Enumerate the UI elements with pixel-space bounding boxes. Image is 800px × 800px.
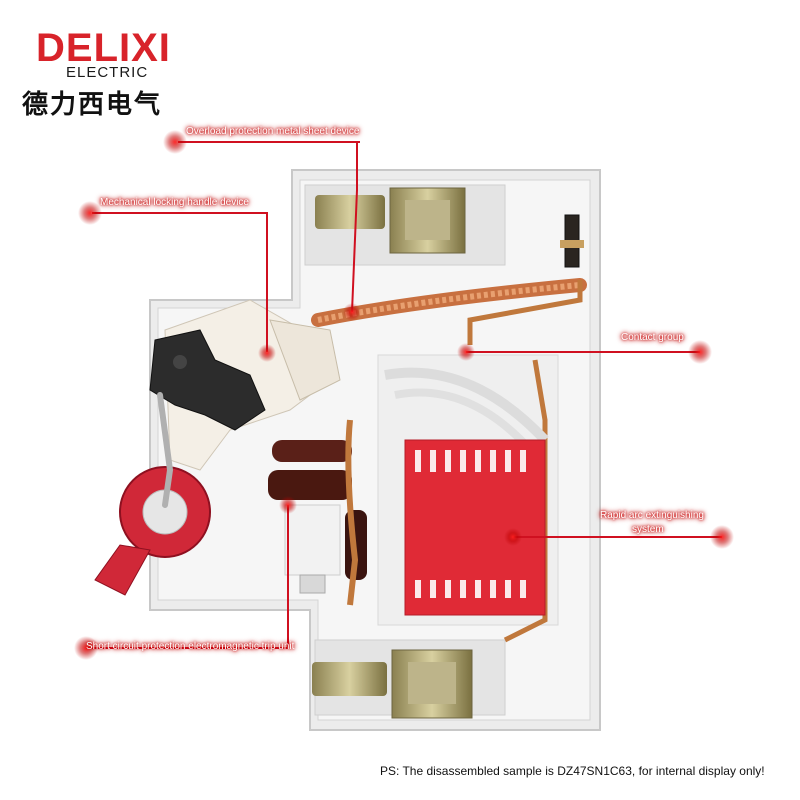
callout-contact: Contact group bbox=[621, 332, 684, 343]
callout-arc-line1: Rapid arc extinguishing bbox=[600, 510, 704, 521]
bottom-terminal bbox=[312, 649, 473, 719]
callout-dots bbox=[74, 130, 734, 660]
disclaimer-note: PS: The disassembled sample is DZ47SN1C6… bbox=[380, 764, 765, 778]
top-terminal bbox=[315, 187, 466, 254]
magnetic-trip-coil bbox=[268, 419, 367, 606]
brand-subtitle: ELECTRIC bbox=[66, 64, 149, 81]
black-lever bbox=[149, 329, 266, 431]
arc-chute bbox=[384, 367, 549, 616]
adjust-screw bbox=[560, 214, 584, 268]
red-handle bbox=[94, 392, 211, 596]
brand-chinese-name: 德力西电气 bbox=[22, 89, 163, 119]
callout-leaders bbox=[86, 141, 722, 649]
callout-short-circuit: Short circuit protection electromagnetic… bbox=[86, 641, 295, 652]
callout-handle: Mechanical locking handle device bbox=[100, 197, 249, 208]
callout-overload: Overload protection metal sheet device bbox=[186, 126, 360, 137]
callout-arc-line2: system bbox=[632, 524, 664, 535]
brand-logo: DELIXI bbox=[36, 26, 171, 70]
